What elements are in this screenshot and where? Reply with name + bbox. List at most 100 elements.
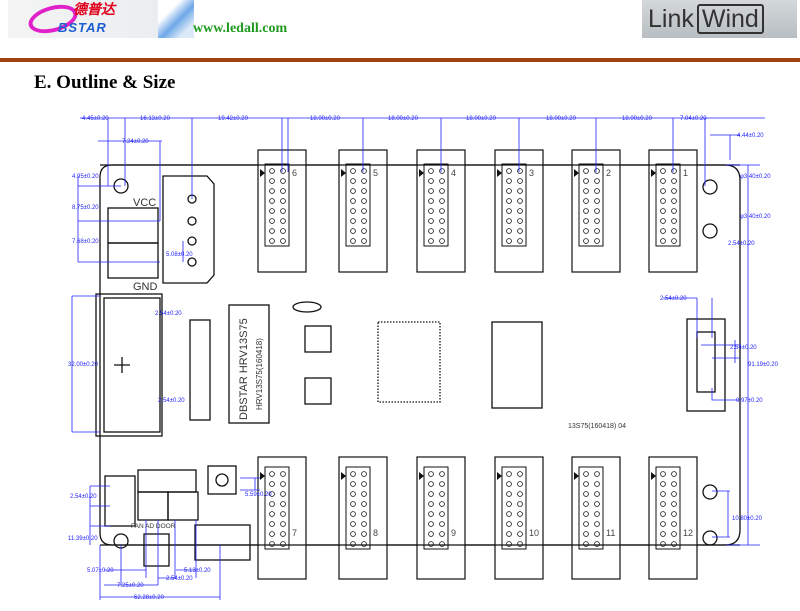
dimension-label: 7.68±0.20	[72, 239, 99, 245]
connector-pin	[280, 188, 286, 194]
connector-pin-header	[345, 466, 371, 550]
connector-pin	[506, 491, 512, 497]
header-divider	[0, 58, 800, 62]
connector-pin	[269, 511, 275, 517]
connector-pin	[506, 541, 512, 547]
connector-pin	[517, 531, 523, 537]
connector-number: 11	[606, 528, 615, 538]
pin1-marker	[497, 472, 502, 480]
connector-pin	[506, 481, 512, 487]
connector-pin	[269, 198, 275, 204]
dimension-label: 7.25±0.20	[117, 583, 144, 589]
connector-pin	[280, 168, 286, 174]
connector-pin	[428, 178, 434, 184]
connector-pin	[660, 501, 666, 507]
connector-number: 7	[292, 528, 297, 538]
connector-pin	[439, 168, 445, 174]
connector-pin	[583, 501, 589, 507]
connector-pin	[506, 188, 512, 194]
connector-pin	[361, 481, 367, 487]
pin1-marker	[574, 169, 579, 177]
connector-pin	[594, 521, 600, 527]
connector-pin	[506, 501, 512, 507]
power-terminal-vcc	[107, 207, 159, 244]
dimension-label: 2.54±0.20	[155, 311, 182, 317]
vcc-label: VCC	[133, 197, 156, 209]
bstar-logo: 德普达 BSTAR	[8, 0, 194, 39]
connector-pin	[506, 198, 512, 204]
connector-pin	[594, 481, 600, 487]
connector-pin-header	[655, 466, 681, 550]
connector-pin	[269, 501, 275, 507]
pin1-marker	[260, 472, 265, 480]
connector-pin	[280, 471, 286, 477]
connector-pin	[350, 511, 356, 517]
connector-pin	[671, 501, 677, 507]
connector-pin	[594, 238, 600, 244]
connector-pin	[439, 198, 445, 204]
connector-pin	[594, 178, 600, 184]
connector-pin	[517, 228, 523, 234]
pin1-marker	[341, 169, 346, 177]
connector-pin	[428, 501, 434, 507]
connector-pin	[594, 541, 600, 547]
connector-number: 4	[451, 168, 456, 178]
gnd-label: GND	[133, 281, 158, 293]
dimension-label: φ3.40±0.20	[740, 214, 771, 220]
connector-pin	[269, 188, 275, 194]
connector-pin	[428, 198, 434, 204]
connector-housing	[571, 456, 621, 580]
board-edge	[100, 164, 740, 546]
connector-pin	[671, 228, 677, 234]
dimension-label: 18.00±0.20	[388, 116, 419, 122]
connector-pin	[506, 471, 512, 477]
connector-pin	[280, 228, 286, 234]
connector-pin	[280, 481, 286, 487]
connector-pin	[269, 218, 275, 224]
logo-chinese-text: 德普达	[73, 2, 115, 18]
connector-pin	[660, 208, 666, 214]
connector-pin	[428, 531, 434, 537]
connector-pin	[439, 531, 445, 537]
connector-number: 8	[373, 528, 378, 538]
connector-pin	[350, 521, 356, 527]
dimension-label: 2.54±0.20	[660, 296, 687, 302]
connector-pin	[280, 521, 286, 527]
connector-pin	[428, 218, 434, 224]
connector-pin-header	[345, 163, 371, 247]
connector-pin	[660, 188, 666, 194]
connector-pin	[428, 511, 434, 517]
connector-number: 12	[683, 528, 693, 538]
connector-pin	[269, 208, 275, 214]
connector-pin	[428, 238, 434, 244]
connector-housing	[416, 456, 466, 580]
connector-pin	[428, 471, 434, 477]
dimension-label: 5.08±0.20	[166, 252, 193, 258]
connector-pin-header	[264, 466, 290, 550]
connector-j2	[162, 175, 215, 284]
dimension-label: 62.28±0.20	[134, 595, 165, 601]
dimension-label: 91.19±0.20	[748, 362, 779, 368]
connector-pin	[660, 521, 666, 527]
connector-housing	[338, 456, 388, 580]
connector-pin	[280, 178, 286, 184]
connector-pin	[506, 521, 512, 527]
connector-pin	[269, 481, 275, 487]
connector-pin	[506, 218, 512, 224]
connector-pin	[671, 218, 677, 224]
connector-pin	[350, 501, 356, 507]
logo-english-text: BSTAR	[58, 20, 107, 35]
connector-pin	[280, 238, 286, 244]
connector-pin	[506, 208, 512, 214]
dimension-label: 19.42±0.20	[218, 116, 249, 122]
connector-number: 9	[451, 528, 456, 538]
connector-pin	[506, 178, 512, 184]
connector-pin	[660, 218, 666, 224]
connector-pin	[269, 178, 275, 184]
connector-pin-header	[501, 466, 527, 550]
dimension-label: 8.75±0.20	[72, 205, 99, 211]
connector-pin	[517, 541, 523, 547]
connector-pin	[583, 168, 589, 174]
connector-j413	[686, 318, 726, 412]
connector-pin	[660, 168, 666, 174]
